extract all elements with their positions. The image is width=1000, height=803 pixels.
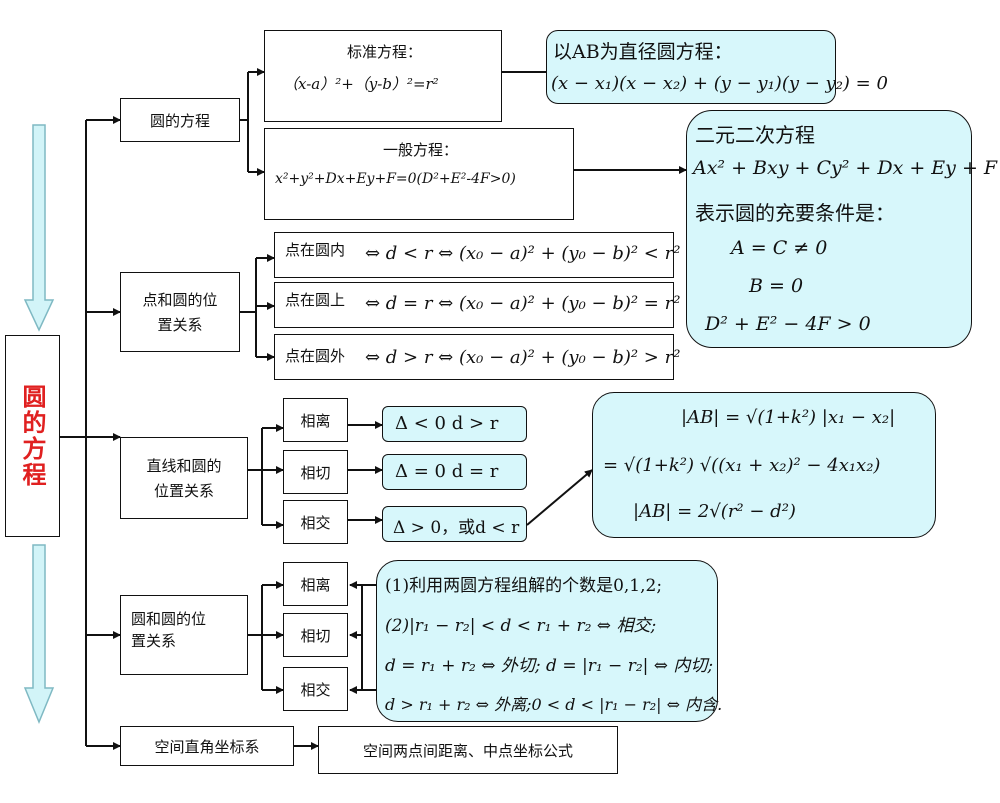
circle-circle-node[interactable]: 圆和圆的位 置关系 — [120, 595, 248, 675]
point-circle-label-line2: 置关系 — [157, 316, 203, 334]
line-intersect-box[interactable]: 相交 — [283, 500, 348, 544]
point-inside-formula: ⇔ d < r ⇔ (x₀ − a)² + (y₀ − b)² < r² — [365, 243, 681, 264]
point-circle-label-line1: 点和圆的位 — [142, 291, 218, 309]
circle-separate-box[interactable]: 相离 — [283, 562, 348, 606]
condition-a-c: A = C ≠ 0 — [731, 237, 828, 259]
line-tangent-box[interactable]: 相切 — [283, 450, 348, 494]
root-title: 圆的方程 — [18, 384, 46, 488]
circle-separate-label: 相离 — [300, 575, 331, 594]
point-inside-label: 点在圆内 — [285, 241, 346, 259]
point-on-box[interactable]: 点在圆上 ⇔ d = r ⇔ (x₀ − a)² + (y₀ − b)² = r… — [274, 282, 680, 328]
line-tangent-formula-box: Δ = 0 d = r — [382, 454, 527, 490]
circle-intersect-box[interactable]: 相交 — [283, 667, 348, 711]
point-on-formula: ⇔ d = r ⇔ (x₀ − a)² + (y₀ − b)² = r² — [365, 293, 681, 314]
space-formula-label: 空间两点间距离、中点坐标公式 — [362, 741, 573, 760]
down-arrow-bottom — [23, 544, 55, 724]
circle-relation-bubble: (1)利用两圆方程组解的个数是0,1,2; (2)|r₁ − r₂| < d <… — [376, 560, 722, 722]
line-circle-node[interactable]: 直线和圆的 位置关系 — [120, 437, 248, 519]
line-tangent-formula: Δ = 0 d = r — [395, 461, 499, 482]
diameter-equation-formula: (x − x₁)(x − x₂) + (y − y₁)(y − y₂) = 0 — [551, 73, 888, 94]
root-node[interactable]: 圆的方程 — [5, 335, 60, 537]
point-inside-box[interactable]: 点在圆内 ⇔ d < r ⇔ (x₀ − a)² + (y₀ − b)² < r… — [274, 232, 680, 278]
down-arrow-top — [23, 124, 55, 332]
general-equation-title: 一般方程： — [383, 141, 459, 159]
chord-formula-1: |AB| = √(1+k²) |x₁ − x₂| — [681, 407, 896, 428]
circle-note-3: d = r₁ + r₂ ⇔ 外切; d = |r₁ − r₂| ⇔ 内切; — [385, 656, 714, 676]
diameter-equation-bubble: 以AB为直径圆方程： (x − x₁)(x − x₂) + (y − y₁)(y… — [546, 30, 888, 104]
point-outside-formula: ⇔ d > r ⇔ (x₀ − a)² + (y₀ − b)² > r² — [365, 347, 681, 368]
space-formula-box[interactable]: 空间两点间距离、中点坐标公式 — [318, 726, 618, 774]
quadratic-formula: Ax² + Bxy + Cy² + Dx + Ey + F = 0 — [693, 157, 1000, 179]
general-equation-formula: x²+y²+Dx+Ey+F=0(D²+E²-4F>0) — [275, 171, 516, 187]
circle-circle-label-line1: 圆和圆的位 — [131, 610, 207, 628]
point-outside-label: 点在圆外 — [285, 347, 346, 365]
line-tangent-label: 相切 — [300, 463, 331, 482]
standard-equation-box[interactable]: 标准方程： （x-a）²+（y-b）²=r² — [264, 30, 502, 122]
chord-formula-2: = √(1+k²) √((x₁ + x₂)² − 4x₁x₂) — [603, 455, 881, 476]
space-coordinate-label: 空间直角坐标系 — [154, 737, 260, 756]
line-intersect-label: 相交 — [300, 513, 331, 532]
line-intersect-formula-box: Δ > 0，或d < r — [382, 506, 527, 542]
quadratic-condition-bubble: 二元二次方程 Ax² + Bxy + Cy² + Dx + Ey + F = 0… — [686, 110, 1000, 348]
general-equation-box[interactable]: 一般方程： x²+y²+Dx+Ey+F=0(D²+E²-4F>0) — [264, 128, 574, 220]
line-separate-box[interactable]: 相离 — [283, 398, 348, 442]
circle-equation-node[interactable]: 圆的方程 — [120, 98, 240, 142]
point-circle-node[interactable]: 点和圆的位 置关系 — [120, 272, 240, 352]
point-outside-box[interactable]: 点在圆外 ⇔ d > r ⇔ (x₀ − a)² + (y₀ − b)² > r… — [274, 334, 680, 380]
line-circle-label-line2: 位置关系 — [153, 482, 214, 500]
standard-equation-title: 标准方程： — [347, 43, 423, 61]
line-separate-formula: Δ < 0 d > r — [395, 413, 499, 434]
quadratic-title: 二元二次方程 — [695, 123, 815, 147]
circle-tangent-label: 相切 — [300, 626, 331, 645]
condition-def: D² + E² − 4F > 0 — [705, 313, 871, 335]
chord-length-bubble: |AB| = √(1+k²) |x₁ − x₂| = √(1+k²) √((x₁… — [592, 392, 936, 538]
point-on-label: 点在圆上 — [285, 291, 346, 309]
line-circle-label-line1: 直线和圆的 — [146, 457, 222, 475]
line-separate-formula-box: Δ < 0 d > r — [382, 406, 527, 442]
chord-formula-3: |AB| = 2√(r² − d²) — [633, 501, 796, 522]
circle-circle-label-line2: 置关系 — [131, 632, 177, 650]
circle-note-2: (2)|r₁ − r₂| < d < r₁ + r₂ ⇔ 相交; — [385, 616, 657, 636]
circle-note-1: (1)利用两圆方程组解的个数是0,1,2; — [385, 576, 663, 596]
line-separate-label: 相离 — [300, 411, 331, 430]
circle-tangent-box[interactable]: 相切 — [283, 613, 348, 657]
diameter-equation-title: 以AB为直径圆方程： — [553, 41, 733, 63]
standard-equation-formula: （x-a）²+（y-b）²=r² — [283, 75, 439, 93]
circle-note-4: d > r₁ + r₂ ⇔ 外离;0 < d < |r₁ − r₂| ⇔ 内含. — [385, 695, 723, 714]
quadratic-condition-label: 表示圆的充要条件是： — [695, 201, 895, 225]
line-intersect-formula: Δ > 0，或d < r — [393, 518, 520, 538]
circle-intersect-label: 相交 — [300, 680, 331, 699]
circle-equation-label: 圆的方程 — [149, 111, 210, 130]
condition-b: B = 0 — [749, 275, 804, 297]
space-coordinate-node[interactable]: 空间直角坐标系 — [120, 726, 294, 766]
